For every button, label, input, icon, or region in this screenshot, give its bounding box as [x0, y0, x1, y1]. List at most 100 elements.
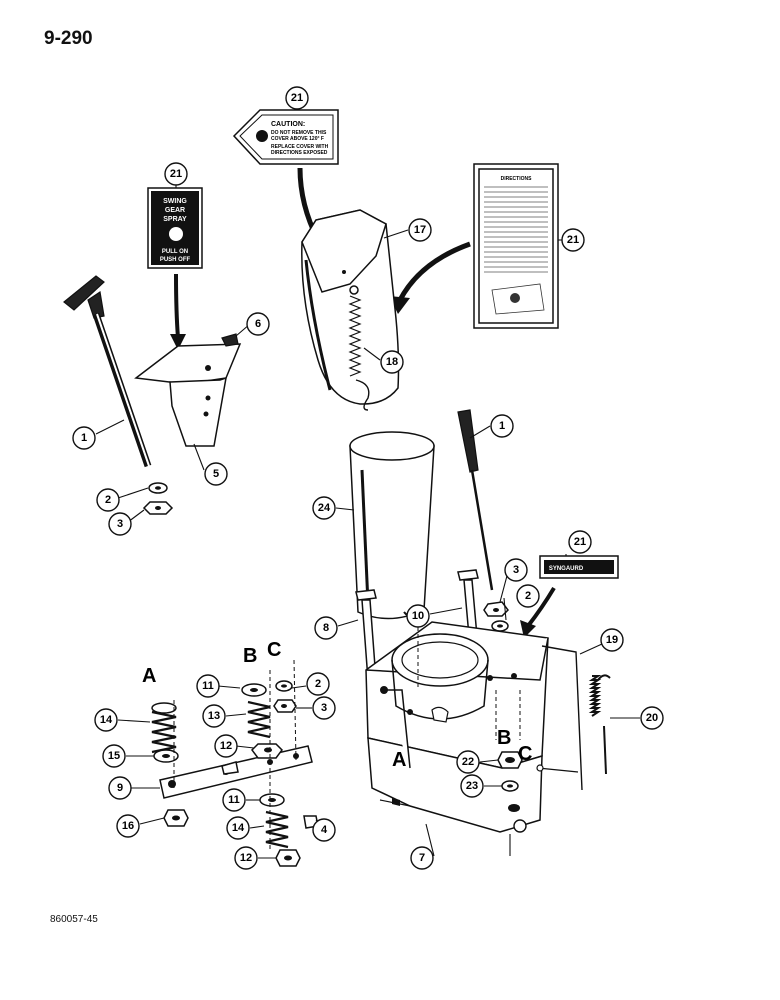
caution-line2: COVER ABOVE 120° F	[271, 136, 324, 142]
caution-line1: DO NOT REMOVE THIS	[271, 130, 327, 136]
bracket-part-5	[134, 343, 242, 447]
svg-text:21: 21	[567, 234, 579, 246]
svg-text:3: 3	[117, 518, 123, 530]
svg-text:4: 4	[321, 824, 328, 836]
callout-3-right: 3	[504, 558, 528, 582]
caution-line4: DIRECTIONS EXPOSED	[271, 150, 328, 156]
callout-11-lower: 11	[222, 788, 246, 812]
svg-text:14: 14	[100, 714, 113, 726]
swing-gear-decal: SWING GEAR SPRAY PULL ON PUSH OFF	[147, 187, 203, 269]
callout-16: 16	[116, 814, 140, 838]
svg-text:10: 10	[412, 610, 424, 622]
small-decal: SYNGAURD	[539, 555, 619, 579]
svg-text:2: 2	[105, 494, 111, 506]
cable-part-19	[536, 645, 583, 791]
svg-text:21: 21	[574, 536, 586, 548]
washer-part-2-lower	[275, 680, 293, 692]
callout-2-left: 2	[96, 488, 120, 512]
rod-part-1-right	[457, 409, 494, 591]
svg-text:2: 2	[525, 590, 531, 602]
callout-14-lower: 14	[226, 816, 250, 840]
caution-decal: CAUTION: DO NOT REMOVE THIS COVER ABOVE …	[232, 109, 339, 165]
letter-a-bottom: A	[392, 749, 406, 771]
svg-text:12: 12	[240, 852, 252, 864]
svg-text:1: 1	[81, 432, 87, 444]
callout-22: 22	[456, 750, 480, 774]
svg-text:11: 11	[228, 794, 240, 806]
spring-part-14-upper	[151, 702, 177, 754]
callout-5: 5	[204, 462, 228, 486]
svg-text:9: 9	[117, 782, 123, 794]
washer-part-2-right	[491, 620, 509, 632]
svg-text:3: 3	[321, 702, 327, 714]
callout-12-lower: 12	[234, 846, 258, 870]
callout-15: 15	[102, 744, 126, 768]
callout-8: 8	[314, 616, 338, 640]
svg-text:13: 13	[208, 710, 220, 722]
callout-21-caution: 21	[285, 86, 309, 110]
svg-text:14: 14	[232, 822, 245, 834]
callout-18: 18	[380, 350, 404, 374]
svg-text:24: 24	[318, 502, 331, 514]
callout-7: 7	[410, 846, 434, 870]
washer-part-2-left	[148, 482, 168, 494]
callout-3-lower: 3	[312, 696, 336, 720]
pointer-arrow-icon	[520, 586, 556, 638]
callout-4: 4	[312, 818, 336, 842]
svg-text:20: 20	[646, 712, 658, 724]
letter-a-top: A	[142, 665, 156, 687]
svg-text:7: 7	[419, 852, 425, 864]
small-decal-brand: SYNGAURD	[549, 566, 584, 572]
svg-text:12: 12	[220, 740, 232, 752]
decal-line1: SWING	[163, 198, 187, 205]
spring-part-13	[247, 700, 271, 739]
callout-23: 23	[460, 774, 484, 798]
screw-part-6	[221, 333, 239, 347]
instructions-decal: DIRECTIONS	[473, 163, 559, 329]
instructions-title: DIRECTIONS	[501, 176, 533, 182]
cable-part-20	[588, 674, 611, 775]
cover-part-17	[301, 209, 400, 405]
callout-24: 24	[312, 496, 336, 520]
svg-text:23: 23	[466, 780, 478, 792]
decal-push: PUSH OFF	[160, 257, 191, 263]
pointer-arrow-icon	[170, 273, 186, 350]
callout-1-right: 1	[490, 414, 514, 438]
callout-21-swing: 21	[164, 162, 188, 186]
svg-text:2: 2	[315, 678, 321, 690]
callout-21-instructions: 21	[561, 228, 585, 252]
svg-text:22: 22	[462, 756, 474, 768]
svg-text:18: 18	[386, 356, 398, 368]
nut-part-3-lower	[273, 699, 297, 713]
bolt-part-8	[355, 589, 377, 681]
callout-3-left: 3	[108, 512, 132, 536]
housing-part-7	[365, 620, 549, 856]
spring-part-14-lower	[265, 810, 289, 849]
letter-c-top: C	[267, 639, 281, 661]
svg-text:19: 19	[606, 634, 618, 646]
callout-12-upper: 12	[214, 734, 238, 758]
svg-text:21: 21	[170, 168, 182, 180]
svg-text:21: 21	[291, 92, 303, 104]
nut-part-16	[163, 809, 189, 827]
callout-13: 13	[202, 704, 226, 728]
svg-text:1: 1	[499, 420, 505, 432]
canister-part-24	[349, 431, 435, 620]
nut-part-12-upper	[251, 743, 283, 759]
nut-part-12-lower	[275, 849, 301, 867]
decal-line3: SPRAY	[163, 216, 187, 223]
caution-title: CAUTION:	[271, 121, 305, 128]
svg-text:3: 3	[513, 564, 519, 576]
svg-text:11: 11	[202, 680, 214, 692]
svg-text:6: 6	[255, 318, 261, 330]
nut-part-3-right	[483, 601, 509, 617]
svg-text:15: 15	[108, 750, 120, 762]
svg-text:16: 16	[122, 820, 134, 832]
alignment-line-c	[293, 659, 297, 761]
callout-2-right: 2	[516, 584, 540, 608]
callout-10: 10	[406, 604, 430, 628]
svg-text:8: 8	[323, 622, 329, 634]
caution-line3: REPLACE COVER WITH	[271, 144, 329, 150]
svg-text:5: 5	[213, 468, 219, 480]
